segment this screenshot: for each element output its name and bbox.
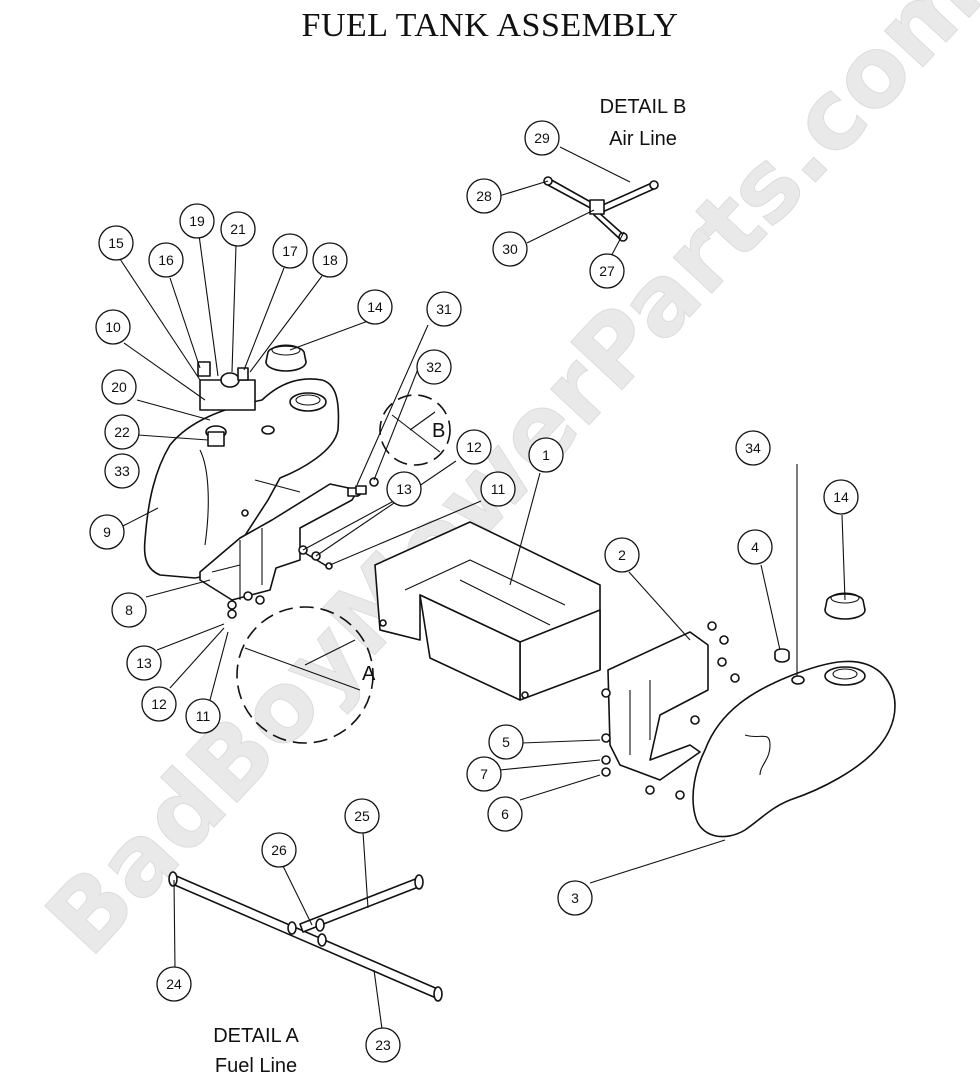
svg-text:12: 12 xyxy=(466,439,482,455)
detail-b-heading: DETAIL B xyxy=(600,96,687,118)
callout-14-left: 14 xyxy=(357,289,393,325)
right-fuel-tank xyxy=(692,660,896,838)
svg-text:13: 13 xyxy=(396,481,412,497)
svg-text:21: 21 xyxy=(230,221,246,237)
svg-text:18: 18 xyxy=(322,252,338,268)
callout-28: 28 xyxy=(466,178,502,214)
callout-6: 6 xyxy=(487,796,523,832)
leader-lines xyxy=(119,146,846,1030)
right-tank-bracket xyxy=(601,621,740,800)
callout-22: 22 xyxy=(104,414,140,450)
svg-text:17: 17 xyxy=(282,243,298,259)
callout-1: 1 xyxy=(528,437,564,473)
callout-32: 32 xyxy=(416,349,452,385)
callout-29: 29 xyxy=(524,120,560,156)
left-tank-bracket xyxy=(199,483,359,619)
detail-a-marker: A xyxy=(362,663,376,685)
callout-4: 4 xyxy=(737,529,773,565)
svg-text:1: 1 xyxy=(542,447,550,463)
callout-25: 25 xyxy=(344,798,380,834)
callout-13-lower: 13 xyxy=(126,645,162,681)
svg-text:14: 14 xyxy=(833,489,849,505)
svg-text:27: 27 xyxy=(599,263,615,279)
callout-11-lower: 11 xyxy=(185,698,221,734)
callout-34: 34 xyxy=(735,430,771,466)
callout-24: 24 xyxy=(156,966,192,1002)
callout-18: 18 xyxy=(312,242,348,278)
callout-17: 17 xyxy=(272,233,308,269)
grommet-4 xyxy=(774,648,790,663)
callout-23: 23 xyxy=(365,1027,401,1063)
callout-21: 21 xyxy=(220,211,256,247)
svg-text:24: 24 xyxy=(166,976,182,992)
svg-text:32: 32 xyxy=(426,359,442,375)
detail-b-marker: B xyxy=(432,420,445,442)
callout-11-upper: 11 xyxy=(480,471,516,507)
main-frame xyxy=(374,521,601,701)
svg-text:15: 15 xyxy=(108,235,124,251)
callout-14-right: 14 xyxy=(823,479,859,515)
callout-19: 19 xyxy=(179,203,215,239)
svg-text:25: 25 xyxy=(354,808,370,824)
svg-text:30: 30 xyxy=(502,241,518,257)
callout-15: 15 xyxy=(98,225,134,261)
svg-text:9: 9 xyxy=(103,524,111,540)
svg-text:19: 19 xyxy=(189,213,205,229)
svg-text:20: 20 xyxy=(111,379,127,395)
callout-12-lower: 12 xyxy=(141,686,177,722)
detail-a-callout-circle: A xyxy=(236,606,376,744)
callout-3: 3 xyxy=(557,880,593,916)
fuel-cap-left xyxy=(265,344,307,372)
callout-31: 31 xyxy=(426,291,462,327)
detail-a-subheading: Fuel Line xyxy=(215,1055,297,1077)
svg-text:3: 3 xyxy=(571,890,579,906)
svg-text:28: 28 xyxy=(476,188,492,204)
svg-text:10: 10 xyxy=(105,319,121,335)
svg-text:22: 22 xyxy=(114,424,130,440)
callout-5: 5 xyxy=(488,724,524,760)
detail-a-heading: DETAIL A xyxy=(213,1025,299,1047)
fitting-31-32 xyxy=(355,477,379,495)
svg-text:29: 29 xyxy=(534,130,550,146)
svg-text:16: 16 xyxy=(158,252,174,268)
svg-text:11: 11 xyxy=(491,481,506,497)
callout-7: 7 xyxy=(466,756,502,792)
callout-27: 27 xyxy=(589,253,625,289)
callout-9: 9 xyxy=(89,514,125,550)
svg-text:2: 2 xyxy=(618,547,626,563)
svg-text:7: 7 xyxy=(480,766,488,782)
svg-text:5: 5 xyxy=(502,734,510,750)
callout-8: 8 xyxy=(111,592,147,628)
callout-20: 20 xyxy=(101,369,137,405)
svg-text:31: 31 xyxy=(436,301,452,317)
svg-text:6: 6 xyxy=(501,806,509,822)
callout-13-upper: 13 xyxy=(386,471,422,507)
callout-26: 26 xyxy=(261,832,297,868)
callout-16: 16 xyxy=(148,242,184,278)
svg-text:11: 11 xyxy=(196,708,211,724)
air-line-detail-b xyxy=(543,176,659,242)
callout-10: 10 xyxy=(95,309,131,345)
callout-33: 33 xyxy=(104,453,140,489)
svg-text:12: 12 xyxy=(151,696,167,712)
svg-text:14: 14 xyxy=(367,299,383,315)
callout-12-upper: 12 xyxy=(456,429,492,465)
left-fuel-tank xyxy=(143,361,340,579)
svg-text:26: 26 xyxy=(271,842,287,858)
svg-text:33: 33 xyxy=(114,463,130,479)
callout-30: 30 xyxy=(492,231,528,267)
callouts: 29 28 30 27 15 16 19 21 17 18 14 31 10 3… xyxy=(89,120,859,1063)
page-title: FUEL TANK ASSEMBLY xyxy=(302,7,679,44)
svg-text:34: 34 xyxy=(745,440,761,456)
svg-text:8: 8 xyxy=(125,602,133,618)
svg-text:23: 23 xyxy=(375,1037,391,1053)
svg-text:13: 13 xyxy=(136,655,152,671)
fuel-line-detail-a xyxy=(168,871,443,1002)
detail-b-callout-circle: B xyxy=(379,394,451,466)
detail-b-subheading: Air Line xyxy=(609,128,677,150)
callout-2: 2 xyxy=(604,537,640,573)
svg-text:4: 4 xyxy=(751,539,759,555)
